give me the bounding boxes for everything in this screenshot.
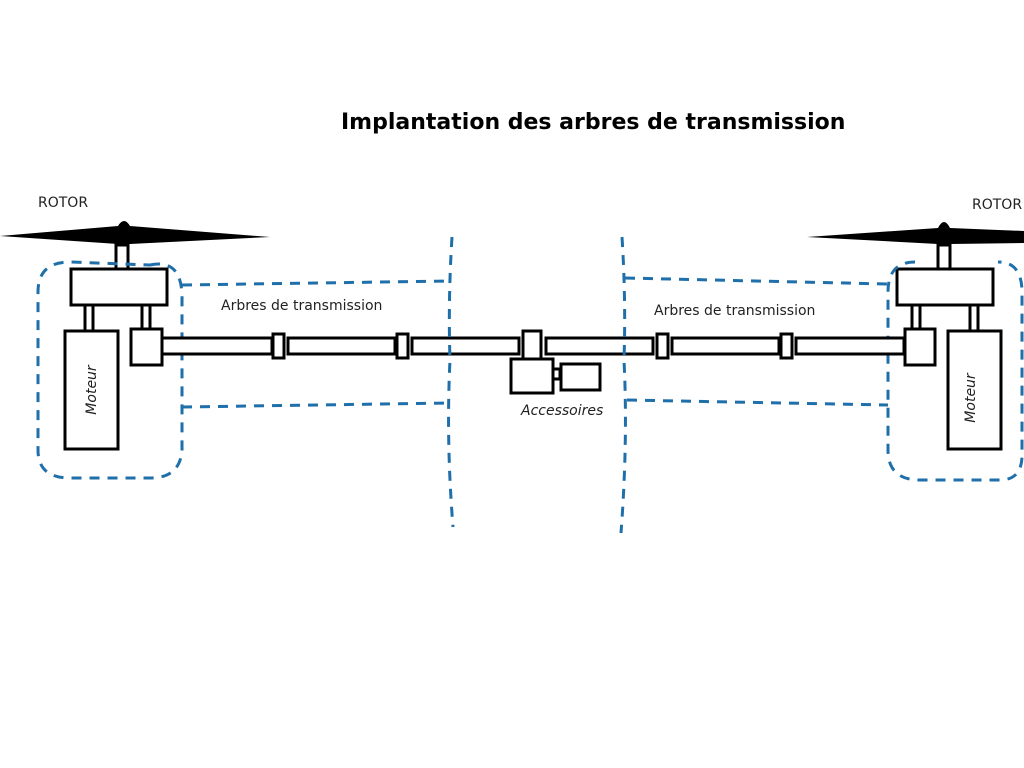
shaft-coupling: [779, 332, 794, 360]
gearbox-left: [69, 267, 169, 307]
shaft-line: [160, 329, 906, 395]
gearbox-right: [895, 267, 995, 307]
rotor-left-blade: [0, 221, 270, 244]
rotor-left-label: ROTOR: [38, 195, 88, 211]
rotor-right-mast: [936, 243, 952, 271]
engine-right-box: [946, 329, 1003, 451]
accessory-unit: [559, 362, 602, 392]
shaft-coupling: [655, 332, 670, 360]
shaft-segment: [794, 336, 906, 356]
diagram-title: Implantation des arbres de transmission: [341, 110, 845, 135]
shaft-segment: [160, 336, 274, 356]
accessory-gearbox: [509, 357, 555, 395]
central-gearbox: [521, 329, 543, 361]
gearbox-left-link-a: [83, 303, 95, 333]
shaft-segment: [544, 336, 655, 356]
boundary-left-center: [447, 236, 455, 528]
shaft-segment: [410, 336, 521, 356]
accessories-label: Accessoires: [520, 403, 603, 419]
boundary-left-shaft-top: [181, 279, 451, 287]
rotor-left: [0, 221, 270, 271]
angle-box-left: [129, 327, 164, 367]
rotor-right-blade: [807, 222, 1024, 244]
rotor-right-label: ROTOR: [972, 197, 1022, 213]
shaft-coupling: [271, 332, 286, 360]
boundary-left-engine: [36, 260, 184, 480]
boundary-right-shaft-top: [624, 276, 889, 286]
shaft-left-label: Arbres de transmission: [221, 298, 382, 314]
gearbox-left-link-b: [140, 303, 152, 331]
gearbox-right-link-a: [910, 303, 922, 331]
shaft-coupling: [395, 332, 410, 360]
boundary-right-shaft-bottom: [626, 398, 889, 407]
shaft-segment: [286, 336, 397, 356]
gearbox-right-link-b: [968, 303, 980, 333]
engine-left-label: Moteur: [84, 364, 100, 415]
engine-right-label: Moteur: [963, 372, 979, 423]
engine-right: Moteur: [946, 329, 1003, 451]
boundary-left-shaft-bottom: [181, 401, 451, 409]
rotor-right: [807, 222, 1024, 271]
engine-left-box: [63, 329, 120, 451]
engine-left: Moteur: [63, 329, 120, 451]
boundary-right-engine: [886, 260, 1024, 482]
boundary-right-center: [619, 236, 627, 534]
shaft-right-label: Arbres de transmission: [654, 303, 815, 319]
accessory-link: [551, 367, 562, 381]
angle-box-right: [903, 327, 937, 367]
shaft-segment: [670, 336, 781, 356]
